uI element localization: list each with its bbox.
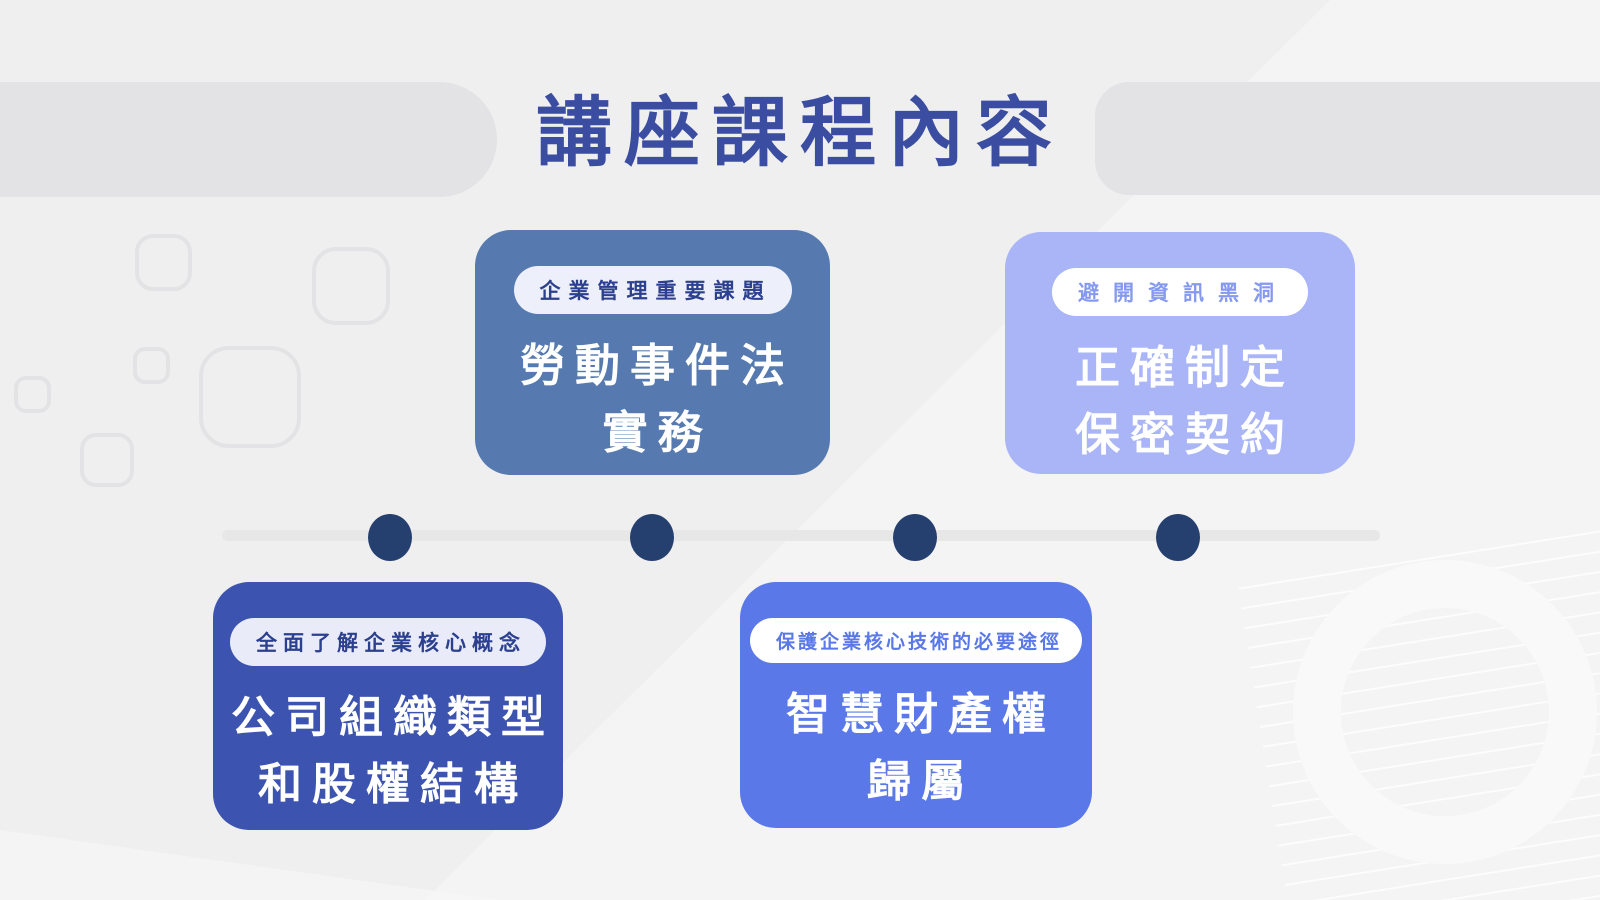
card-title-line2: 實務 (602, 407, 713, 458)
card-title-line2: 歸屬 (867, 757, 975, 806)
timeline-dot (630, 514, 674, 561)
card-title-line1: 公司組織類型 (231, 693, 555, 742)
card-badge: 避開資訊黑洞 (1052, 268, 1308, 316)
card-title-line2: 保密契約 (1074, 409, 1295, 460)
card-badge: 企業管理重要課題 (513, 266, 792, 314)
page-title: 講座課程內容 (536, 92, 1064, 176)
card-badge: 全面了解企業核心概念 (230, 618, 546, 666)
card-title-line1: 勞動事件法 (519, 340, 795, 391)
course-card-nda: 避開資訊黑洞 正確制定 保密契約 (1005, 232, 1355, 474)
card-title-line1: 正確制定 (1074, 342, 1295, 393)
timeline-dot (893, 514, 937, 561)
course-card-ip-ownership: 保護企業核心技術的必要途徑 智慧財產權 歸屬 (740, 582, 1092, 828)
decor-square (80, 433, 134, 487)
decor-square (312, 247, 390, 325)
timeline-dot (368, 514, 412, 561)
decor-square (133, 347, 170, 384)
card-title: 智慧財產權 歸屬 (776, 681, 1056, 815)
course-card-company-structure: 全面了解企業核心概念 公司組織類型 和股權結構 (213, 582, 563, 830)
decor-square (199, 346, 301, 448)
card-title-line1: 智慧財產權 (786, 690, 1056, 739)
card-title: 正確制定 保密契約 (1065, 334, 1295, 468)
timeline-line (222, 530, 1380, 541)
course-card-labor-law: 企業管理重要課題 勞動事件法 實務 (475, 230, 830, 475)
decor-square (135, 234, 192, 291)
card-title: 勞動事件法 實務 (510, 332, 795, 466)
decor-ring (1293, 560, 1597, 864)
card-title-line2: 和股權結構 (258, 760, 528, 809)
decor-square (14, 376, 51, 413)
decor-bar-left (0, 82, 497, 197)
decor-bar-right (1095, 82, 1600, 195)
card-title: 公司組織類型 和股權結構 (221, 684, 555, 818)
card-badge: 保護企業核心技術的必要途徑 (749, 618, 1082, 663)
timeline-dot (1156, 514, 1200, 561)
